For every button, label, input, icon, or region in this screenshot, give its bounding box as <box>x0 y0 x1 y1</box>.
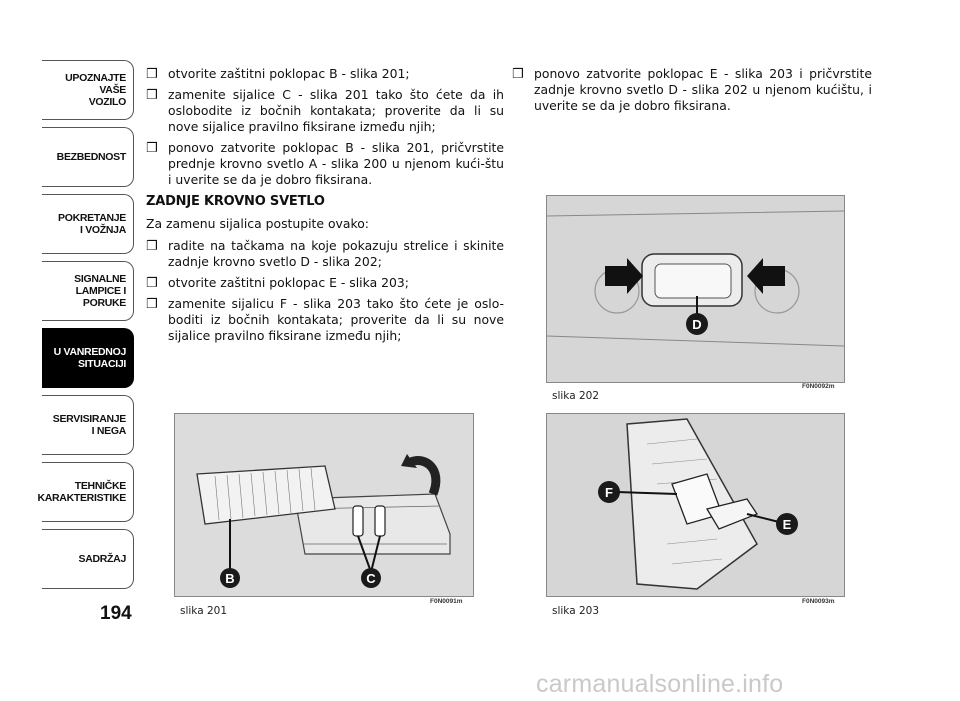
tab-tehnicke-karakteristike[interactable]: TEHNIČKE KARAKTERISTIKE <box>37 462 134 522</box>
intro-text: Za zamenu sijalica postupite ovako: <box>146 216 369 231</box>
svg-text:B: B <box>225 571 234 586</box>
lamp-cover-illustration: B C <box>175 414 473 596</box>
figure-201: B C <box>174 413 474 597</box>
tab-pokretanje-i-voznja[interactable]: POKRETANJE I VOŽNJA <box>42 194 134 254</box>
tab-signalne-lampice[interactable]: SIGNALNE LAMPICE I PORUKE <box>42 261 134 321</box>
section-heading: ZADNJE KROVNO SVETLO <box>146 194 325 209</box>
figure-201-code: F0N0091m <box>430 598 463 605</box>
figure-201-caption: slika 201 <box>180 605 228 617</box>
figure-202-code: F0N0092m <box>802 383 835 390</box>
list-item: ❒zamenite sijalice C - slika 201 tako št… <box>146 87 504 134</box>
tab-bezbednost[interactable]: BEZBEDNOST <box>42 127 134 187</box>
list-item: ❒radite na tačkama na koje pokazuju stre… <box>146 238 504 269</box>
tab-servisiranje-i-nega[interactable]: SERVISIRANJE I NEGA <box>42 395 134 455</box>
checkbox-bullet-icon: ❒ <box>146 67 158 82</box>
checkbox-bullet-icon: ❒ <box>146 276 158 291</box>
right-text-column: ❒ponovo zatvorite poklopac E - slika 203… <box>512 66 872 119</box>
checkbox-bullet-icon: ❒ <box>146 297 158 312</box>
lamp-interior-illustration: F E <box>547 414 844 596</box>
page-number: 194 <box>100 603 132 624</box>
figure-202: D <box>546 195 845 383</box>
checkbox-bullet-icon: ❒ <box>146 88 158 103</box>
figure-202-caption: slika 202 <box>552 390 600 402</box>
tab-sadrzaj[interactable]: SADRŽAJ <box>42 529 134 589</box>
rear-roof-light-illustration: D <box>547 196 844 382</box>
callout-e <box>776 513 798 535</box>
callout-d <box>686 313 708 335</box>
callout-f <box>598 481 620 503</box>
figure-203: F E <box>546 413 845 597</box>
list-item: ❒zamenite sijalicu F - slika 203 tako št… <box>146 296 504 343</box>
watermark: carmanualsonline.info <box>536 670 784 698</box>
tab-upoznajte-vase-vozilo[interactable]: UPOZNAJTE VAŠE VOZILO <box>42 60 134 120</box>
figure-203-code: F0N0093m <box>802 598 835 605</box>
list-item: ❒ponovo zatvorite poklopac E - slika 203… <box>512 66 872 113</box>
svg-text:D: D <box>692 317 701 332</box>
list-item: ❒otvorite zaštitni poklopac B - slika 20… <box>146 66 410 82</box>
callout-c <box>361 568 381 588</box>
list-item: ❒otvorite zaštitni poklopac E - slika 20… <box>146 275 409 291</box>
svg-text:C: C <box>366 571 376 586</box>
svg-text:E: E <box>783 517 792 532</box>
left-text-column: ❒otvorite zaštitni poklopac B - slika 20… <box>146 66 504 349</box>
chapter-tabs: UPOZNAJTE VAŠE VOZILO BEZBEDNOST POKRETA… <box>37 60 134 596</box>
checkbox-bullet-icon: ❒ <box>146 141 158 156</box>
callout-b <box>220 568 240 588</box>
checkbox-bullet-icon: ❒ <box>512 67 524 82</box>
figure-203-caption: slika 203 <box>552 605 600 617</box>
checkbox-bullet-icon: ❒ <box>146 239 158 254</box>
svg-text:F: F <box>605 485 613 500</box>
list-item: ❒ponovo zatvorite poklopac B - slika 201… <box>146 140 504 187</box>
tab-u-vanrednoj-situaciji[interactable]: U VANREDNOJ SITUACIJI <box>42 328 134 388</box>
